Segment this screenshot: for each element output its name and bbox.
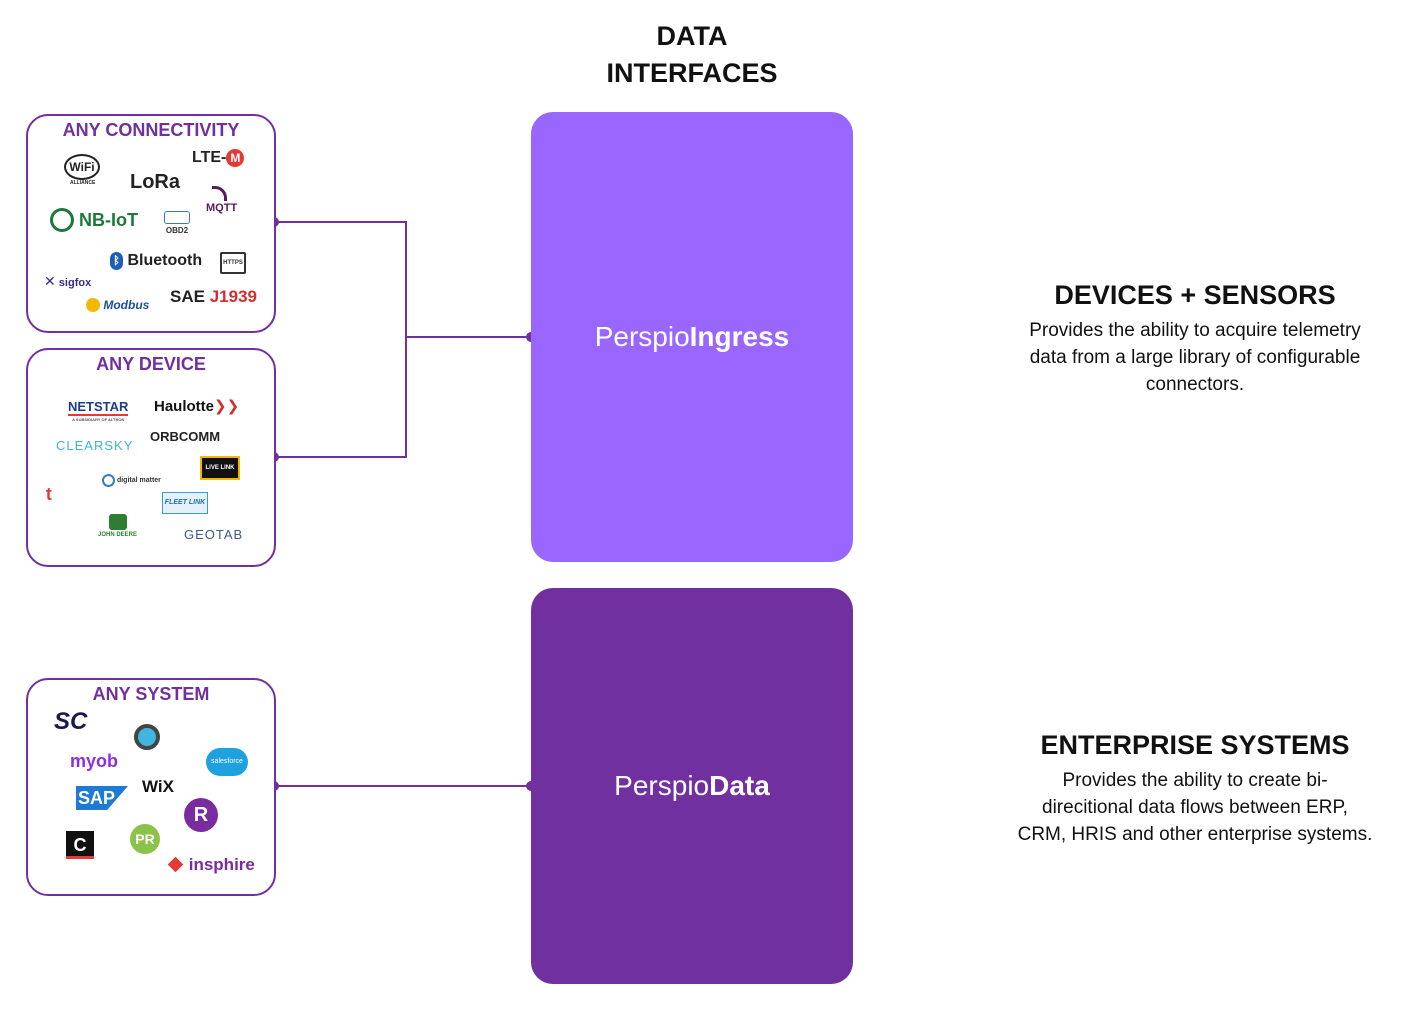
haulotte-chevrons-icon: ❯❯ — [214, 398, 240, 415]
perspio-ingress-panel: PerspioIngress — [531, 112, 853, 562]
orbcomm-logo: ORBCOMM — [150, 429, 221, 444]
connectivity-title: ANY CONNECTIVITY — [62, 120, 240, 140]
netstar-logo: NETSTAR A SUBSIDIARY OF ALTRON — [68, 399, 129, 422]
perspio-data-panel: PerspioData — [531, 588, 853, 984]
enterprise-systems-line-3: CRM, HRIS and other enterprise systems. — [1017, 824, 1373, 845]
c-brand-logo: C — [66, 831, 94, 859]
lora-logo: LoRa — [130, 171, 180, 193]
enterprise-systems-title: ENTERPRISE SYSTEMS — [1040, 730, 1350, 760]
sae-j1939-logo: SAE J1939 — [170, 287, 257, 306]
mqtt-icon — [212, 186, 227, 201]
heading-line-1: DATA — [656, 21, 728, 51]
livelink-logo: LIVE LINK — [200, 456, 240, 480]
device-box: ANY DEVICE NETSTAR A SUBSIDIARY OF ALTRO… — [26, 348, 276, 567]
sigfox-logo: ✕ sigfox — [44, 273, 92, 289]
sc-logo: SC — [54, 708, 88, 735]
devices-sensors-title: DEVICES + SENSORS — [1054, 280, 1336, 310]
b-brand-icon — [134, 724, 160, 750]
deer-icon — [108, 514, 127, 530]
connector-icon — [164, 211, 190, 224]
globe-icon — [50, 208, 74, 232]
heading-line-2: INTERFACES — [606, 58, 778, 88]
bluetooth-icon: ᛒ — [110, 252, 123, 270]
wifi-logo: WiFi ALLIANCE — [64, 154, 100, 186]
geotab-logo: GEOTAB — [184, 527, 244, 542]
modbus-icon — [86, 298, 100, 312]
devices-sensors-line-3: connectors. — [1145, 374, 1245, 395]
fleetlink-logo: FLEET LINK — [162, 492, 208, 514]
myob-logo: myob — [70, 751, 119, 771]
sigfox-icon: ✕ — [44, 273, 56, 289]
system-title: ANY SYSTEM — [92, 684, 210, 704]
enterprise-systems-line-2: direcitional data flows between ERP, — [1042, 797, 1348, 818]
r-brand-logo: R — [184, 798, 218, 832]
red-brand-icon: ᵗ — [46, 482, 52, 512]
devices-sensors-description: DEVICES + SENSORS Provides the ability t… — [990, 280, 1400, 398]
connectivity-box: ANY CONNECTIVITY WiFi ALLIANCE LTE-M LoR… — [26, 114, 276, 333]
insphire-icon — [167, 856, 184, 873]
nb-iot-logo: NB-IoT — [50, 208, 138, 232]
enterprise-systems-line-1: Provides the ability to create bi- — [1062, 770, 1328, 791]
modbus-logo: Modbus — [86, 298, 149, 312]
sap-logo: SAP — [76, 786, 128, 810]
pr-logo: PR — [130, 824, 160, 854]
lte-m-logo: LTE-M — [192, 149, 245, 167]
obd2-logo: OBD2 — [164, 211, 190, 235]
system-box: ANY SYSTEM SC myob salesforce SAP WiX R … — [26, 678, 276, 896]
devices-sensors-line-2: data from a large library of configurabl… — [1029, 347, 1361, 368]
enterprise-systems-description: ENTERPRISE SYSTEMS Provides the ability … — [990, 730, 1400, 848]
digital-matter-icon — [102, 474, 115, 487]
device-title: ANY DEVICE — [96, 354, 206, 374]
https-logo: HTTPS — [220, 252, 246, 274]
wix-logo: WiX — [142, 777, 174, 796]
mqtt-logo: MQTT — [206, 186, 237, 214]
salesforce-logo: salesforce — [206, 748, 248, 776]
perspio-ingress-label: PerspioIngress — [594, 321, 790, 352]
devices-sensors-line-1: Provides the ability to acquire telemetr… — [1029, 320, 1361, 341]
clearsky-logo: CLEARSKY — [56, 438, 134, 453]
john-deere-logo: JOHN DEERE — [98, 514, 137, 538]
insphire-logo: insphire — [167, 856, 255, 873]
page-title: DATA INTERFACES — [542, 18, 842, 92]
haulotte-logo: Haulotte❯❯ — [154, 398, 240, 415]
perspio-data-label: PerspioData — [614, 770, 770, 801]
connector-bracket — [274, 221, 407, 458]
bluetooth-logo: ᛒ Bluetooth — [110, 252, 202, 270]
digital-matter-logo: digital matter — [102, 474, 161, 487]
